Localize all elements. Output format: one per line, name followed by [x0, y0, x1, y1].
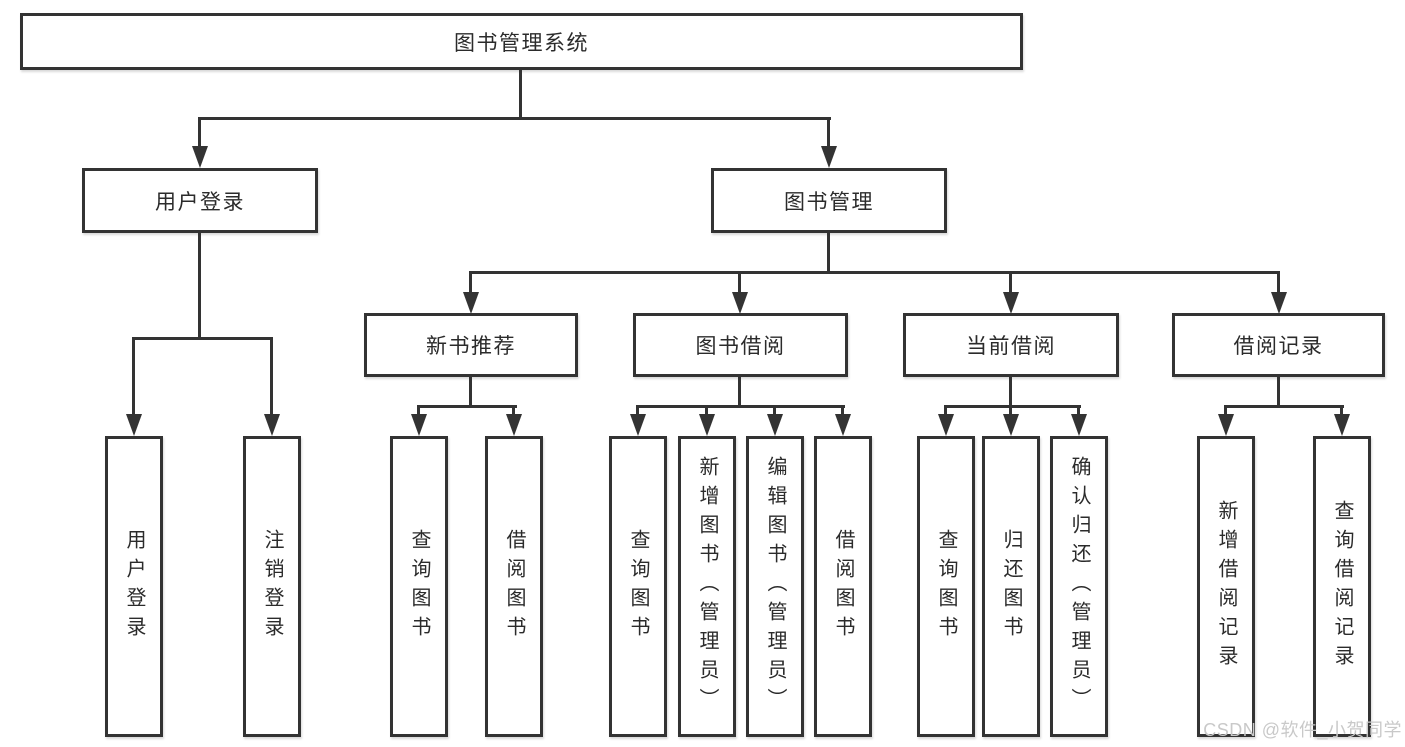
edge-drop-borrow-records	[1277, 271, 1280, 294]
edge-drop-leaf	[636, 405, 639, 417]
leaf-label: 新增借阅记录	[1215, 499, 1237, 674]
arrow-down-icon	[821, 146, 837, 168]
arrow-down-icon	[192, 146, 208, 168]
leaf-logout: 注销登录	[243, 436, 301, 737]
edge-user-login-split	[132, 337, 273, 340]
edge-user-login-stem	[198, 233, 201, 339]
edge-borrow-records-split	[1224, 405, 1344, 408]
arrow-down-icon	[1071, 414, 1087, 436]
leaf-label: 用户登录	[123, 528, 145, 645]
arrow-down-icon	[1003, 414, 1019, 436]
arrow-down-icon	[1218, 414, 1234, 436]
edge-drop-book-mgmt	[827, 117, 830, 150]
edge-drop-leaf	[1224, 405, 1227, 417]
arrow-down-icon	[835, 414, 851, 436]
leaf-label: 新增图书（管理员）	[696, 456, 718, 717]
edge-book-borrow-split	[636, 405, 845, 408]
arrow-down-icon	[732, 292, 748, 314]
edge-drop-leaf	[1077, 405, 1080, 417]
arrow-down-icon	[1271, 292, 1287, 314]
leaf-return-books: 归还图书	[982, 436, 1040, 737]
edge-drop-leaf	[1340, 405, 1343, 417]
node-user-login: 用户登录	[82, 168, 318, 233]
edge-drop-leaf	[512, 405, 515, 417]
node-book-borrow: 图书借阅	[633, 313, 848, 377]
edge-drop-leaf	[705, 405, 708, 417]
node-current-borrow: 当前借阅	[903, 313, 1119, 377]
edge-drop-user-login	[198, 117, 201, 150]
leaf-borrow-books-2: 借阅图书	[814, 436, 872, 737]
leaf-query-books-2: 查询图书	[609, 436, 667, 737]
leaf-label: 归还图书	[1000, 528, 1022, 645]
edge-book-mgmt-stem	[827, 233, 830, 274]
arrow-down-icon	[1003, 292, 1019, 314]
edge-current-borrow-split	[944, 405, 1081, 408]
arrow-down-icon	[630, 414, 646, 436]
leaf-borrow-books-1: 借阅图书	[485, 436, 543, 737]
leaf-query-books-1: 查询图书	[390, 436, 448, 737]
edge-drop-leaf	[132, 337, 135, 417]
leaf-label: 借阅图书	[832, 528, 854, 645]
leaf-edit-books-admin: 编辑图书（管理员）	[746, 436, 804, 737]
edge-new-book-stem	[469, 376, 472, 408]
leaf-label: 注销登录	[261, 528, 283, 645]
edge-book-mgmt-split	[469, 271, 1280, 274]
edge-root-stem	[519, 70, 522, 118]
edge-drop-leaf	[841, 405, 844, 417]
arrow-down-icon	[264, 414, 280, 436]
leaf-confirm-return-admin: 确认归还（管理员）	[1050, 436, 1108, 737]
leaf-query-borrow-record: 查询借阅记录	[1313, 436, 1371, 737]
edge-drop-book-borrow	[738, 271, 741, 294]
leaf-query-books-3: 查询图书	[917, 436, 975, 737]
edge-drop-current-borrow	[1009, 271, 1012, 294]
node-borrow-records: 借阅记录	[1172, 313, 1385, 377]
leaf-label: 查询图书	[935, 528, 957, 645]
leaf-label: 查询图书	[627, 528, 649, 645]
edge-drop-leaf	[944, 405, 947, 417]
edge-drop-leaf	[270, 337, 273, 417]
arrow-down-icon	[699, 414, 715, 436]
arrow-down-icon	[506, 414, 522, 436]
node-book-mgmt: 图书管理	[711, 168, 947, 233]
arrow-down-icon	[126, 414, 142, 436]
leaf-label: 编辑图书（管理员）	[764, 456, 786, 717]
arrow-down-icon	[463, 292, 479, 314]
leaf-label: 查询图书	[408, 528, 430, 645]
edge-book-borrow-stem	[738, 376, 741, 408]
arrow-down-icon	[1334, 414, 1350, 436]
node-root: 图书管理系统	[20, 13, 1023, 70]
leaf-label: 查询借阅记录	[1331, 499, 1353, 674]
edge-drop-leaf	[417, 405, 420, 417]
leaf-label: 借阅图书	[503, 528, 525, 645]
edge-current-borrow-stem	[1009, 376, 1012, 408]
edge-borrow-records-stem	[1277, 376, 1280, 408]
edge-root-split	[198, 117, 831, 120]
watermark: CSDN @软件_小贺同学	[1203, 720, 1402, 740]
node-new-book-rec: 新书推荐	[364, 313, 578, 377]
edge-drop-leaf	[773, 405, 776, 417]
arrow-down-icon	[411, 414, 427, 436]
leaf-add-borrow-record: 新增借阅记录	[1197, 436, 1255, 737]
leaf-add-books-admin: 新增图书（管理员）	[678, 436, 736, 737]
edge-drop-leaf	[1009, 405, 1012, 417]
leaf-label: 确认归还（管理员）	[1068, 456, 1090, 717]
edge-drop-new-book	[469, 271, 472, 294]
leaf-user-login: 用户登录	[105, 436, 163, 737]
arrow-down-icon	[767, 414, 783, 436]
edge-new-book-split	[417, 405, 517, 408]
arrow-down-icon	[938, 414, 954, 436]
